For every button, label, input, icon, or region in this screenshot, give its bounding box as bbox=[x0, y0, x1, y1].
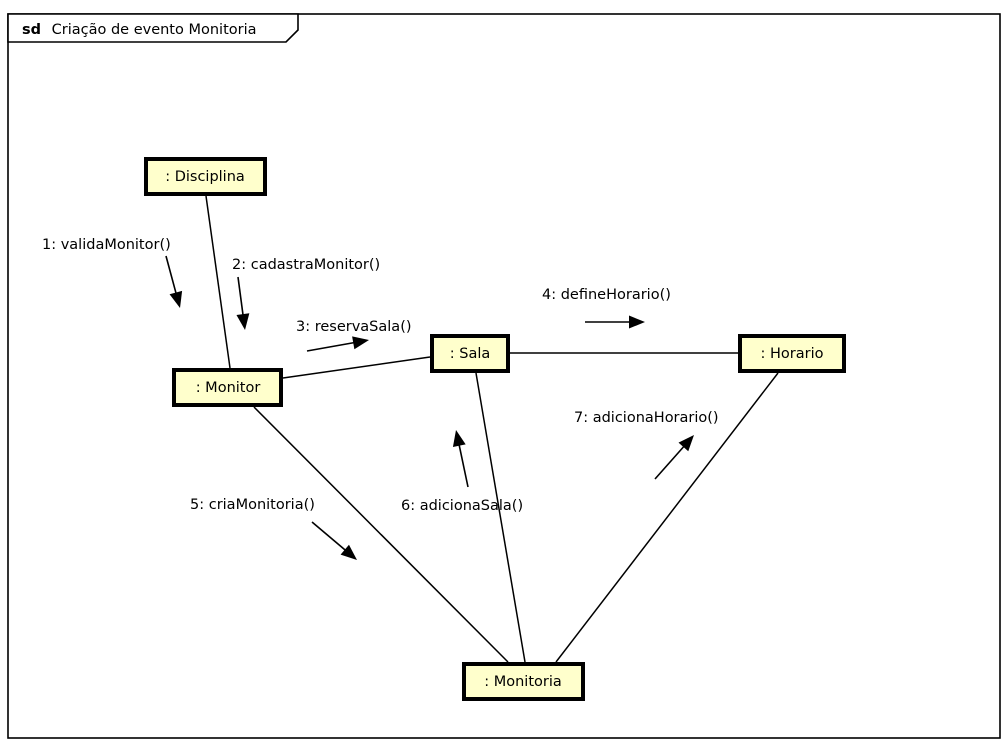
message-1-label: 1: validaMonitor() bbox=[42, 237, 171, 253]
object-node-horario-label: : Horario bbox=[761, 346, 824, 362]
message-5-arrowhead bbox=[340, 544, 357, 560]
message-3-shaft bbox=[306, 341, 357, 352]
object-node-sala-box[interactable] bbox=[430, 334, 510, 373]
object-node-horario-box[interactable] bbox=[738, 334, 846, 373]
message-2-shaft bbox=[237, 276, 245, 318]
object-node-disciplina-box[interactable] bbox=[144, 157, 267, 196]
object-node-monitoria-box[interactable] bbox=[462, 662, 585, 701]
message-4-arrowhead bbox=[629, 315, 645, 329]
object-node-monitoria[interactable]: : Monitoria bbox=[462, 662, 585, 701]
message-7: 7: adicionaHorario() bbox=[574, 410, 719, 480]
object-node-sala-label: : Sala bbox=[450, 346, 491, 362]
message-3-arrowhead bbox=[352, 336, 369, 350]
message-2-label: 2: cadastraMonitor() bbox=[232, 257, 380, 273]
message-1-shaft bbox=[165, 255, 178, 296]
object-node-disciplina-label: : Disciplina bbox=[165, 169, 245, 185]
frame-title-text: Criação de evento Monitoria bbox=[52, 22, 257, 38]
message-7-arrowhead bbox=[678, 435, 694, 452]
nodes-layer: : Disciplina : Monitor : Sala : Horario : Mo… bbox=[144, 157, 846, 701]
message-1-arrowhead bbox=[169, 290, 183, 308]
link-monitor-sala bbox=[282, 356, 431, 379]
message-4: 4: defineHorario() bbox=[542, 287, 671, 329]
link-horario-monitoria bbox=[555, 372, 779, 663]
object-node-sala[interactable]: : Sala bbox=[430, 334, 510, 373]
message-3: 3: reservaSala() bbox=[296, 319, 412, 352]
object-node-monitor[interactable]: : Monitor bbox=[172, 368, 283, 407]
frame-keyword: sd bbox=[22, 22, 41, 38]
message-2-arrowhead bbox=[236, 313, 250, 330]
message-6-label: 6: adicionaSala() bbox=[401, 498, 523, 514]
message-5-shaft bbox=[311, 521, 348, 553]
message-4-label: 4: defineHorario() bbox=[542, 287, 671, 303]
messages-layer: 1: validaMonitor() 2: cadastraMonitor() 3:… bbox=[42, 237, 719, 560]
object-node-monitor-label: : Monitor bbox=[196, 380, 261, 396]
link-sala-monitoria bbox=[475, 372, 526, 663]
object-node-disciplina[interactable]: : Disciplina bbox=[144, 157, 267, 196]
link-disciplina-monitor bbox=[205, 195, 231, 369]
message-7-label: 7: adicionaHorario() bbox=[574, 410, 719, 426]
diagram-frame: sd Criação de evento Monitoria bbox=[7, 13, 1001, 739]
message-5: 5: criaMonitoria() bbox=[190, 497, 357, 560]
link-monitor-monitoria bbox=[253, 406, 509, 663]
frame-title: sd Criação de evento Monitoria bbox=[22, 22, 257, 38]
message-3-label: 3: reservaSala() bbox=[296, 319, 412, 335]
frame-border bbox=[7, 13, 1001, 739]
links-layer bbox=[205, 195, 779, 663]
message-6: 6: adicionaSala() bbox=[401, 430, 523, 514]
message-2: 2: cadastraMonitor() bbox=[232, 257, 380, 330]
message-1: 1: validaMonitor() bbox=[42, 237, 183, 308]
message-5-label: 5: criaMonitoria() bbox=[190, 497, 315, 513]
message-6-shaft bbox=[457, 442, 469, 488]
object-node-monitor-box[interactable] bbox=[172, 368, 283, 407]
object-node-monitoria-label: : Monitoria bbox=[484, 674, 562, 690]
object-node-horario[interactable]: : Horario bbox=[738, 334, 846, 373]
frame-name-tab bbox=[7, 13, 299, 43]
message-6-arrowhead bbox=[452, 430, 466, 447]
message-7-shaft bbox=[654, 444, 686, 480]
